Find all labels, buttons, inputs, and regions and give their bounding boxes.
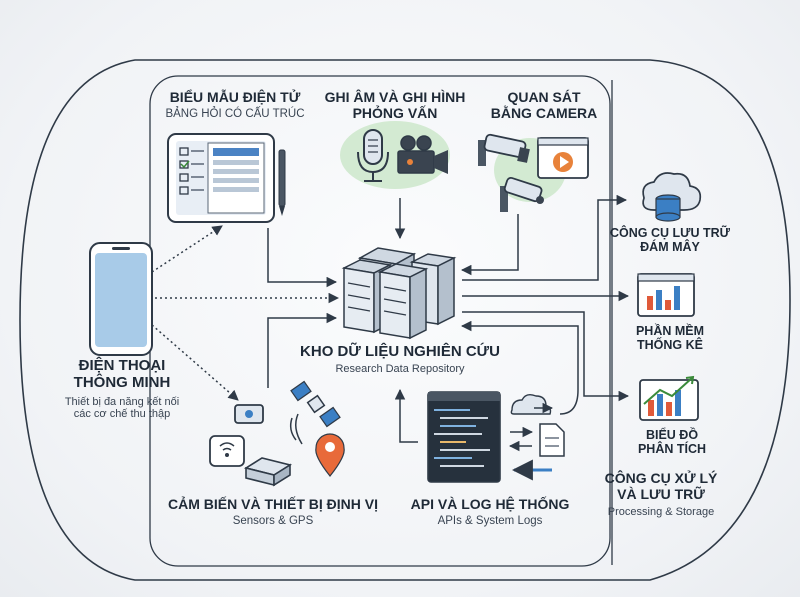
phone-title-line1: ĐIỆN THOẠI	[78, 357, 166, 374]
arrow-phone-to-sensors	[151, 324, 239, 401]
gateway-device-icon	[243, 457, 293, 487]
phone-desc-line1: Thiết bị đa năng kết nối	[64, 395, 180, 408]
cloud-tool-label: CÔNG CỤ LƯU TRỮ ĐÁM MÂY	[608, 226, 732, 255]
recording-title-line1: GHI ÂM VÀ GHI HÌNH	[324, 89, 466, 105]
api-title: API VÀ LOG HỆ THỐNG	[410, 496, 570, 512]
forms-subtitle: BẢNG HỎI CÓ CẤU TRÚC	[165, 108, 305, 121]
document-icon	[539, 423, 565, 457]
analysis-chart-icon	[639, 375, 699, 421]
microphone-icon	[357, 129, 389, 182]
video-window-icon	[537, 137, 589, 179]
sensors-title: CẢM BIẾN VÀ THIẾT BỊ ĐỊNH VỊ	[168, 496, 379, 512]
camera-icon-group	[478, 133, 589, 212]
arrow-api-to-repository	[394, 388, 418, 443]
phone-label: ĐIỆN THOẠI THÔNG MINH Thiết bị đa năng k…	[42, 357, 202, 421]
tools-group-line2: VÀ LƯU TRỮ	[617, 486, 705, 503]
server-stack-icon	[341, 247, 457, 340]
location-pin-icon	[315, 433, 345, 477]
satellite-icon	[290, 380, 341, 428]
repository-subtitle: Research Data Repository	[335, 363, 465, 376]
wifi-sensor-icon	[209, 435, 245, 467]
arrow-repository-to-chart	[462, 311, 630, 402]
cloud-tool-line1: CÔNG CỤ LƯU TRỮ	[609, 226, 731, 240]
phone-desc-line2: các cơ chế thu thập	[73, 408, 171, 421]
signal-waves-icon	[289, 413, 303, 445]
api-label: API VÀ LOG HỆ THỐNG APIs & System Logs	[400, 496, 580, 528]
sensors-icon-group	[209, 380, 345, 487]
arrow-repository-to-cloud	[462, 194, 628, 281]
api-subtitle: APIs & System Logs	[437, 515, 543, 528]
outer-frame	[19, 59, 791, 581]
recording-label: GHI ÂM VÀ GHI HÌNH PHỎNG VẤN	[320, 89, 470, 121]
cloud-storage-icon	[642, 172, 702, 222]
arrow-camera-to-repository	[460, 214, 519, 276]
sensor-hub-icon	[234, 404, 264, 424]
cctv-camera-icon	[478, 133, 530, 166]
forms-title: BIỂU MẪU ĐIỆN TỬ	[169, 89, 301, 105]
server-unit-front	[377, 263, 429, 340]
sensors-subtitle: Sensors & GPS	[232, 515, 314, 528]
recording-icon-group	[340, 121, 450, 189]
chart-tool-line1: BIỂU ĐỒ	[645, 428, 699, 442]
security-camera-icon	[500, 176, 544, 212]
repository-label: KHO DỮ LIỆU NGHIÊN CỨU Research Data Rep…	[300, 343, 500, 376]
phone-title-line2: THÔNG MINH	[73, 374, 171, 392]
camera-label: QUAN SÁT BẰNG CAMERA	[484, 89, 604, 121]
forms-label: BIỂU MẪU ĐIỆN TỬ BẢNG HỎI CÓ CẤU TRÚC	[160, 89, 310, 121]
camera-title-line1: QUAN SÁT	[507, 89, 581, 105]
chart-tool-label: BIỂU ĐỒ PHÂN TÍCH	[620, 428, 724, 457]
cloud-sync-icon	[510, 393, 552, 415]
camera-title-line2: BẰNG CAMERA	[490, 105, 598, 122]
smartphone-icon	[89, 242, 153, 356]
recording-title-line2: PHỎNG VẤN	[352, 105, 438, 122]
tablet-form-icon	[167, 133, 275, 223]
stats-tool-line1: PHẦN MỀM	[635, 324, 705, 338]
tools-group-line1: CÔNG CỤ XỬ LÝ	[604, 470, 718, 486]
api-log-icon-group	[427, 391, 565, 483]
stats-tool-line2: THỐNG KÊ	[637, 338, 703, 353]
tools-group-subtitle: Processing & Storage	[607, 506, 715, 519]
arrow-sensors-to-repository	[267, 312, 338, 388]
stats-tool-label: PHẦN MỀM THỐNG KÊ	[618, 324, 722, 353]
repository-title: KHO DỮ LIỆU NGHIÊN CỨU	[300, 343, 500, 360]
transfer-arrows-icon	[508, 402, 554, 481]
video-camera-icon	[397, 135, 448, 174]
stylus-icon	[278, 149, 286, 216]
chart-tool-line2: PHÂN TÍCH	[637, 442, 707, 457]
connector-arrows	[151, 194, 630, 443]
statistics-software-icon	[637, 273, 695, 317]
arrow-api-loop	[460, 320, 579, 415]
code-window-icon	[427, 391, 501, 483]
cloud-tool-line2: ĐÁM MÂY	[640, 240, 700, 255]
arrow-phone-to-forms	[151, 225, 223, 273]
arrow-forms-to-repository	[267, 228, 338, 288]
tools-group-label: CÔNG CỤ XỬ LÝ VÀ LƯU TRỮ Processing & St…	[596, 470, 726, 519]
sensors-label: CẢM BIẾN VÀ THIẾT BỊ ĐỊNH VỊ Sensors & G…	[168, 496, 378, 528]
